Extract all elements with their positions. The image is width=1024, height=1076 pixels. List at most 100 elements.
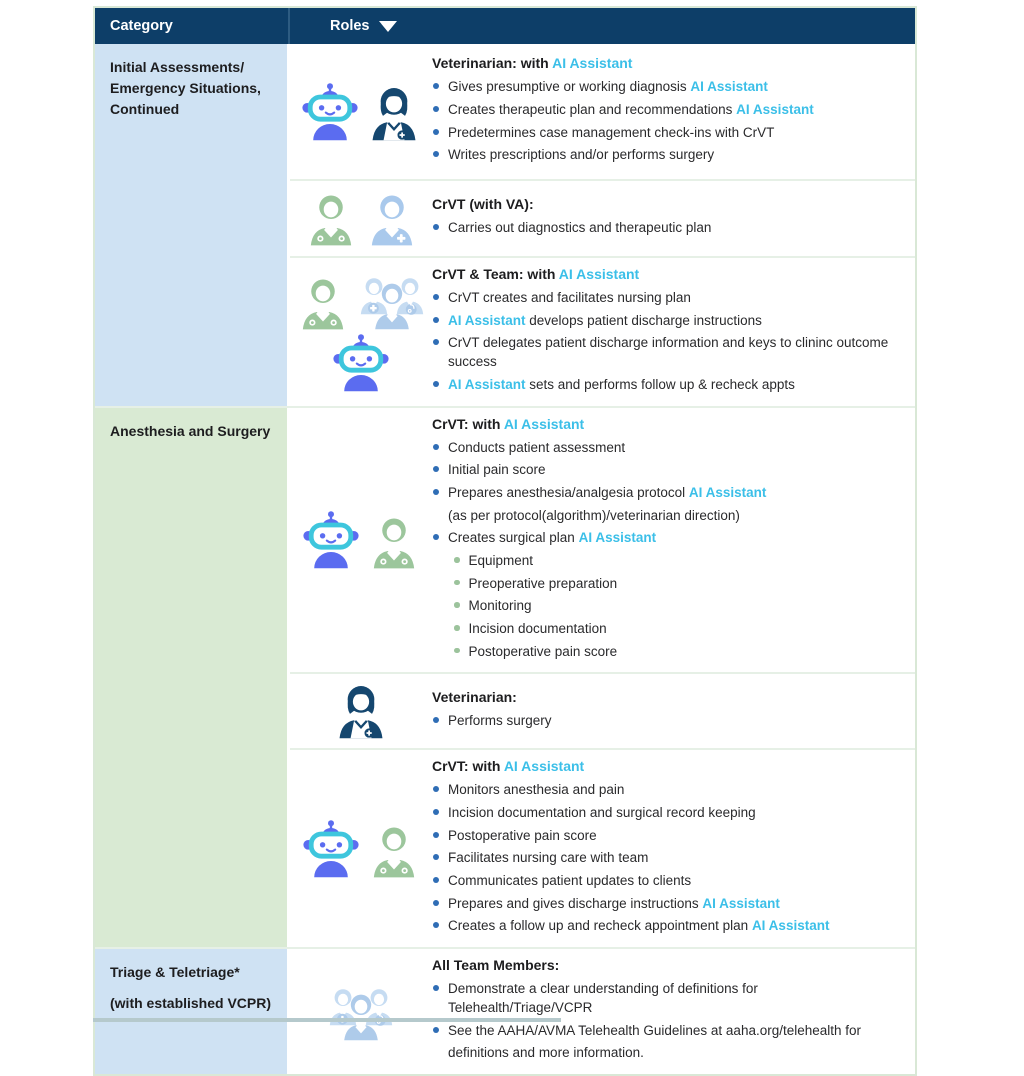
ai-assistant-label: AI Assistant	[448, 312, 526, 328]
vet-navy-icon	[365, 84, 423, 142]
role-icons	[290, 510, 432, 570]
bullet-text: Incision documentation	[469, 619, 607, 638]
text-segment: Performs surgery	[448, 713, 552, 729]
text-segment: Conducts patient assessment	[448, 439, 626, 455]
text-segment: CrVT delegates patient discharge informa…	[448, 335, 889, 370]
text-segment: Prepares anesthesia/analgesia protocol	[448, 485, 689, 501]
bullet-item: CrVT creates and facilitates nursing pla…	[432, 288, 899, 307]
role-content: CrVT (with VA): Carries out diagnostics a…	[432, 196, 907, 241]
bullet-item: Writes prescriptions and/or performs sur…	[432, 145, 899, 164]
bullet-item: Performs surgery	[432, 711, 899, 730]
ai-assistant-label: AI Assistant	[558, 266, 640, 282]
bullet-text: Creates surgical plan AI Assistant	[448, 528, 656, 547]
text-segment: Equipment	[468, 553, 534, 569]
bullet-text: Writes prescriptions and/or performs sur…	[448, 145, 714, 164]
text-segment: CrVT (with VA):	[432, 196, 534, 213]
table-body: Initial Assessments/Emergency Situations…	[95, 44, 915, 1075]
role-subrow: All Team Members: Demonstrate a clear und…	[290, 949, 915, 1074]
icon-row	[301, 819, 422, 879]
icon-row	[325, 982, 397, 1042]
bullet-item: Gives presumptive or working diagnosis A…	[432, 77, 899, 96]
team-blue-icon	[325, 982, 397, 1042]
bullet-text: Predetermines case management check-ins …	[448, 123, 774, 142]
bullet-text: Prepares and gives discharge instruction…	[448, 894, 780, 913]
bullet-text: Performs surgery	[448, 711, 552, 730]
text-segment: CrVT: with	[432, 415, 504, 432]
sub-bullet-dot	[454, 557, 460, 563]
bullet-item: Initial pain score	[432, 460, 899, 479]
bullet-item: Incision documentation	[453, 619, 899, 638]
role-content: All Team Members: Demonstrate a clear und…	[432, 957, 907, 1066]
bullet-item: Incision documentation and surgical reco…	[432, 803, 899, 822]
bullet-text: Creates therapeutic plan and recommendat…	[448, 100, 814, 119]
person-green-icon	[295, 275, 351, 331]
icon-row	[332, 682, 390, 740]
triangle-down-icon[interactable]	[378, 20, 397, 32]
role-icons	[290, 271, 432, 393]
bullet-item: Facilitates nursing care with team	[432, 848, 899, 867]
text-segment: Facilitates nursing care with team	[448, 850, 649, 866]
icon-row	[300, 82, 423, 142]
role-icons	[290, 682, 432, 740]
category-label: Anesthesia and Surgery	[110, 422, 271, 439]
bullet-item: Demonstrate a clear understanding of def…	[432, 979, 899, 1017]
bullet-item: Conducts patient assessment	[432, 438, 899, 457]
bullet-item: Preoperative preparation	[453, 574, 899, 593]
text-segment: Monitors anesthesia and pain	[448, 782, 625, 798]
bullet-item: Creates surgical plan AI Assistant	[432, 528, 899, 547]
category-label: Emergency Situations,	[110, 80, 261, 96]
bullet-dot	[433, 224, 439, 231]
bullet-text: Gives presumptive or working diagnosis A…	[448, 77, 768, 96]
roles-header-cell[interactable]: Roles	[290, 8, 915, 44]
ai-assistant-label: AI Assistant	[736, 101, 814, 117]
role-heading: Veterinarian:	[432, 689, 899, 705]
role-subrow: Veterinarian: Performs surgery	[290, 672, 915, 748]
text-segment: All Team Members:	[432, 956, 560, 973]
bullet-continuation: definitions and more information.	[432, 1043, 899, 1062]
bullet-item: Communicates patient updates to clients	[432, 871, 899, 890]
bullet-dot	[433, 466, 439, 473]
bullet-item: Monitoring	[453, 596, 899, 615]
bullet-dot	[433, 339, 439, 346]
roles-header-label: Roles	[330, 18, 370, 34]
bullet-text: Incision documentation and surgical reco…	[448, 803, 756, 822]
bullet-text: (as per protocol(algorithm)/veterinarian…	[448, 506, 740, 525]
team-blue-icon	[356, 271, 428, 331]
role-icons	[290, 191, 432, 247]
text-segment: develops patient discharge instructions	[525, 312, 762, 328]
bullet-text: Creates a follow up and recheck appointm…	[448, 916, 829, 935]
robot-icon	[301, 510, 361, 570]
text-segment: Monitoring	[468, 598, 532, 614]
role-icons	[290, 819, 432, 879]
text-segment: Creates surgical plan	[448, 530, 579, 546]
bullet-dot	[433, 316, 439, 323]
text-segment: Predetermines case management check-ins …	[448, 124, 775, 140]
text-segment: Veterinarian: with	[432, 55, 553, 72]
ai-assistant-label: AI Assistant	[690, 79, 768, 95]
bullet-item: Creates therapeutic plan and recommendat…	[432, 100, 899, 119]
category-label: (with established VCPR)	[110, 994, 272, 1011]
role-content: Veterinarian: Performs surgery	[432, 689, 907, 734]
bullet-item: Carries out diagnostics and therapeutic …	[432, 218, 899, 237]
bullet-text: Conducts patient assessment	[448, 438, 625, 457]
text-segment: Gives presumptive or working diagnosis	[448, 79, 691, 95]
text-segment: Demonstrate a clear understanding of def…	[448, 980, 758, 1016]
bullet-text: Communicates patient updates to clients	[448, 871, 691, 890]
role-heading: All Team Members:	[432, 957, 899, 973]
vet-navy-icon	[332, 682, 390, 740]
bullet-dot	[433, 876, 439, 883]
icon-row	[295, 271, 428, 331]
text-segment: CrVT & Team: with	[432, 266, 559, 282]
bullet-text: Preoperative preparation	[469, 574, 618, 593]
icon-row	[331, 333, 391, 393]
bullet-text: Equipment	[469, 551, 534, 570]
category-row: Triage & Teletriage*(with established VC…	[95, 946, 915, 1075]
